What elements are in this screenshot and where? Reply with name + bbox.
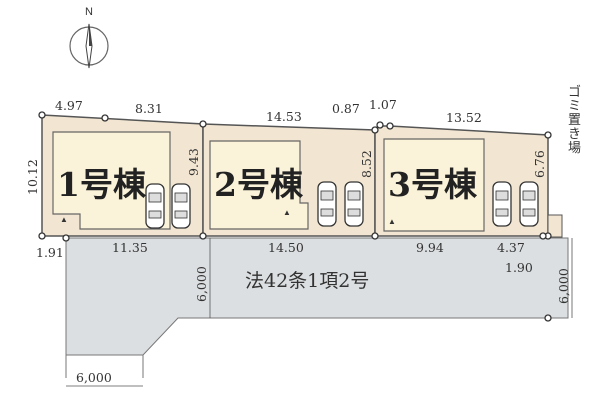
boundary-marker-icon	[38, 232, 46, 240]
compass-needle-north	[89, 24, 92, 46]
boundary-marker-icon	[101, 114, 109, 122]
compass: N	[69, 6, 109, 69]
boundary-marker-icon	[544, 314, 552, 322]
car-icon	[519, 181, 539, 227]
lot-2-label: 2号棟	[214, 165, 304, 204]
boundary-marker-icon	[544, 131, 552, 139]
road-label: 法42条1項2号	[245, 270, 369, 292]
car-icon	[492, 181, 512, 227]
road-width-label: 6,000	[76, 370, 112, 385]
dim-mid-23: 8.52	[359, 150, 374, 178]
boundary-marker-icon	[199, 120, 207, 128]
road-width-label: 6,000	[194, 266, 209, 302]
car-icon	[145, 183, 165, 229]
dim-top-3a: 1.07	[369, 97, 397, 112]
garbage-area-label: ゴ ミ 置 き 場	[568, 84, 585, 156]
dim-top-2c: 0.87	[332, 101, 360, 116]
entrance-marker-icon: ▲	[388, 217, 396, 226]
gomi-char: 置	[568, 113, 581, 128]
dim-top-3b: 13.52	[446, 110, 482, 125]
lot-1-label: 1号棟	[57, 165, 147, 204]
dim-top-1b: 8.31	[135, 101, 163, 116]
dim-top-2: 14.53	[266, 109, 302, 124]
road-width-label: 6,000	[556, 268, 571, 304]
boundary-markers	[38, 111, 552, 322]
lot-2-house	[209, 140, 309, 230]
boundary-marker-icon	[386, 122, 394, 130]
boundary-marker-icon	[62, 234, 70, 242]
gomi-char: ゴ	[568, 84, 581, 100]
dim-top-1a: 4.97	[55, 98, 83, 113]
entrance-marker-icon: ▲	[60, 215, 68, 224]
entrance-marker-icon: ▲	[283, 208, 291, 217]
dim-bottom-1b: 11.35	[112, 240, 148, 255]
car-icon	[317, 181, 337, 227]
road-area	[65, 237, 569, 356]
car-icon	[344, 181, 364, 227]
garbage-area	[547, 214, 563, 238]
dim-right-3: 6.76	[532, 150, 547, 178]
dim-bottom-3a: 9.94	[416, 240, 444, 255]
car-icon	[171, 183, 191, 229]
dim-left-1: 10.12	[25, 159, 40, 195]
lot-1-house	[52, 131, 171, 230]
boundary-marker-icon	[539, 232, 547, 240]
dim-mid-12: 9.43	[186, 148, 201, 176]
car-icons	[145, 181, 539, 229]
dim-bottom-3b: 4.37	[497, 240, 525, 255]
compass-north-label: N	[85, 6, 93, 18]
boundary-marker-icon	[376, 121, 384, 129]
gomi-char: ミ	[568, 99, 581, 114]
lot-3-label: 3号棟	[388, 165, 478, 204]
boundary-marker-icon	[371, 126, 379, 134]
boundary-marker-icon	[199, 232, 207, 240]
dim-bottom-2: 14.50	[268, 240, 304, 255]
lot-3-house	[383, 138, 485, 232]
dim-bottom-3c: 1.90	[505, 260, 533, 275]
gomi-char: 場	[568, 141, 581, 156]
dim-bottom-1a: 1.91	[36, 245, 64, 260]
boundary-marker-icon	[371, 232, 379, 240]
boundary-marker-icon	[38, 111, 46, 119]
gomi-char: き	[568, 127, 581, 142]
